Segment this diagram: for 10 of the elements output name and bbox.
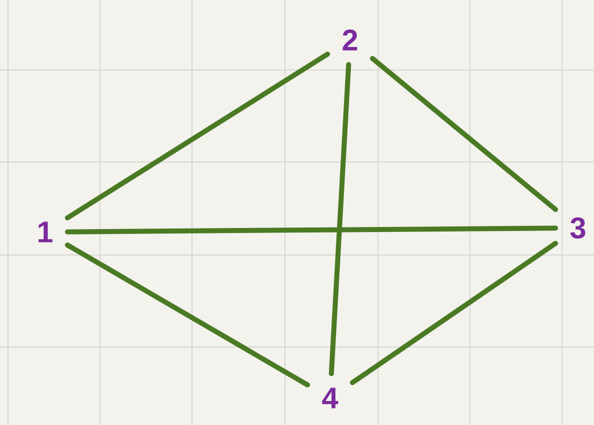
graph-edge <box>64 52 330 220</box>
vertex-label: 1 <box>38 222 52 242</box>
graph-edge <box>64 242 310 388</box>
graph-edge <box>64 226 558 234</box>
vertex-label: 2 <box>342 30 358 50</box>
vertex-label: 4 <box>322 388 338 408</box>
graph-edge <box>370 56 558 212</box>
vertex-label: 3 <box>570 217 586 239</box>
graph-edge <box>350 240 558 386</box>
graph-edge <box>328 62 352 376</box>
